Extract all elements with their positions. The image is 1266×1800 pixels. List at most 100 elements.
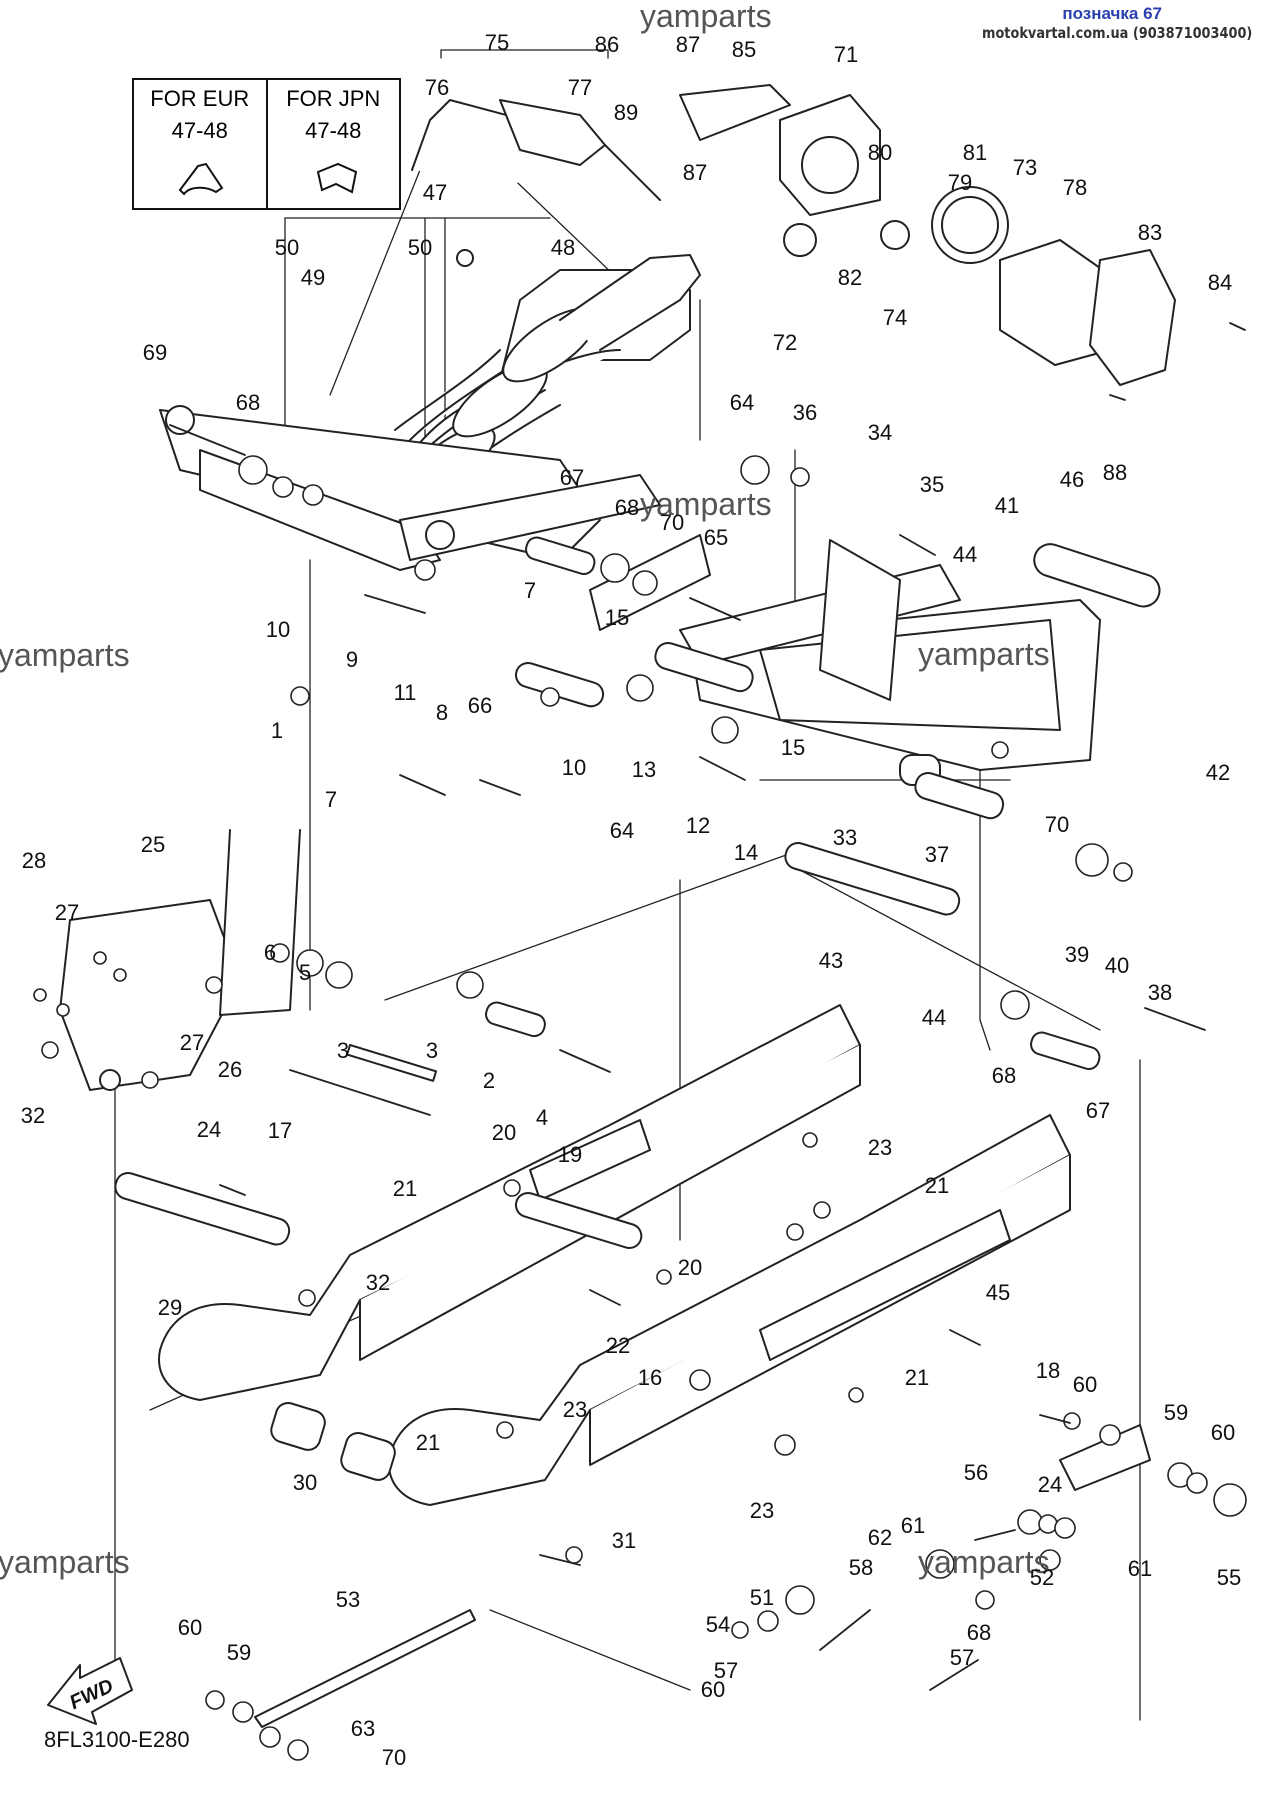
- part-callout-69: 69: [143, 340, 167, 365]
- part-callout-15: 15: [605, 605, 629, 630]
- page-reference: позначка 67: [1062, 4, 1162, 23]
- part-callout-2: 2: [483, 1068, 495, 1093]
- part-callout-59: 59: [1164, 1400, 1188, 1425]
- part-callout-20: 20: [492, 1120, 516, 1145]
- part-callout-79: 79: [948, 170, 972, 195]
- part-callout-33: 33: [833, 825, 857, 850]
- part-callout-64: 64: [730, 390, 754, 415]
- part-callout-70: 70: [382, 1745, 406, 1770]
- part-callout-45: 45: [986, 1280, 1010, 1305]
- part-callout-68: 68: [967, 1620, 991, 1645]
- part-callout-87: 87: [676, 32, 700, 57]
- legend-jpn-title: FOR JPN: [286, 86, 381, 111]
- watermark: yamparts: [0, 637, 130, 673]
- part-callout-41: 41: [995, 493, 1019, 518]
- part-callout-57: 57: [714, 1658, 738, 1683]
- part-callout-59: 59: [227, 1640, 251, 1665]
- watermark: yamparts: [918, 1544, 1050, 1580]
- part-callout-21: 21: [393, 1176, 417, 1201]
- part-callout-83: 83: [1138, 220, 1162, 245]
- part-callout-57: 57: [950, 1645, 974, 1670]
- part-callout-21: 21: [905, 1365, 929, 1390]
- part-callout-10: 10: [266, 617, 290, 642]
- part-callout-39: 39: [1065, 942, 1089, 967]
- part-callout-58: 58: [849, 1555, 873, 1580]
- legend-jpn: FOR JPN 47-48: [265, 80, 400, 208]
- part-callout-3: 3: [426, 1038, 438, 1063]
- part-callout-55: 55: [1217, 1565, 1241, 1590]
- part-callout-61: 61: [1128, 1556, 1152, 1581]
- part-callout-51: 51: [750, 1585, 774, 1610]
- part-callout-67: 67: [560, 465, 584, 490]
- part-callout-68: 68: [992, 1063, 1016, 1088]
- part-callout-31: 31: [612, 1528, 636, 1553]
- part-callout-26: 26: [218, 1057, 242, 1082]
- part-callout-24: 24: [1038, 1472, 1062, 1497]
- part-callout-21: 21: [416, 1430, 440, 1455]
- hardware: [33, 455, 1247, 1761]
- part-callout-27: 27: [180, 1030, 204, 1055]
- part-callout-32: 32: [366, 1270, 390, 1295]
- part-callout-36: 36: [793, 400, 817, 425]
- part-callout-3: 3: [337, 1038, 349, 1063]
- part-callout-53: 53: [336, 1587, 360, 1612]
- rear-arm: [679, 539, 1161, 786]
- part-callout-37: 37: [925, 842, 949, 867]
- part-callout-60: 60: [1073, 1372, 1097, 1397]
- part-callout-7: 7: [325, 787, 337, 812]
- part-callout-30: 30: [293, 1470, 317, 1495]
- bolts: [169, 322, 1246, 1691]
- part-callout-24: 24: [197, 1117, 221, 1142]
- part-callout-54: 54: [706, 1612, 730, 1637]
- legend-eur-parts: 47-48: [171, 118, 228, 143]
- part-callout-11: 11: [394, 680, 417, 705]
- part-callout-76: 76: [425, 75, 449, 100]
- part-callout-35: 35: [920, 472, 944, 497]
- part-callout-18: 18: [1036, 1358, 1060, 1383]
- part-callout-75: 75: [485, 30, 509, 55]
- part-callout-23: 23: [868, 1135, 892, 1160]
- watermark: yamparts: [0, 1544, 130, 1580]
- part-callout-86: 86: [595, 32, 619, 57]
- part-callout-44: 44: [922, 1005, 946, 1030]
- part-callout-1: 1: [271, 718, 283, 743]
- part-callout-5: 5: [299, 960, 311, 985]
- upper-cable-gearbox: [411, 84, 1176, 386]
- part-callout-89: 89: [614, 100, 638, 125]
- part-callout-52: 52: [1030, 1565, 1054, 1590]
- part-callout-64: 64: [610, 818, 634, 843]
- part-callout-85: 85: [732, 37, 756, 62]
- part-callout-72: 72: [773, 330, 797, 355]
- part-callout-60: 60: [1211, 1420, 1235, 1445]
- part-callout-67: 67: [1086, 1098, 1110, 1123]
- part-callout-73: 73: [1013, 155, 1037, 180]
- part-callout-80: 80: [868, 140, 892, 165]
- part-callout-9: 9: [346, 647, 358, 672]
- watermarks: yamparts yamparts yamparts yamparts yamp…: [0, 0, 1050, 1580]
- figure-code: 8FL3100-E280: [44, 1727, 190, 1752]
- part-callout-23: 23: [750, 1498, 774, 1523]
- part-callout-61: 61: [901, 1513, 925, 1538]
- part-callout-14: 14: [734, 840, 758, 865]
- part-callout-66: 66: [468, 693, 492, 718]
- part-callout-60: 60: [701, 1677, 725, 1702]
- part-callout-7: 7: [524, 578, 536, 603]
- watermark: yamparts: [640, 486, 772, 522]
- part-callout-28: 28: [22, 848, 46, 873]
- part-callout-88: 88: [1103, 460, 1127, 485]
- part-callout-47: 47: [423, 180, 447, 205]
- part-callout-84: 84: [1208, 270, 1232, 295]
- part-callout-48: 48: [551, 235, 575, 260]
- watermark: yamparts: [918, 636, 1050, 672]
- region-legend-box: FOR EUR 47-48 FOR JPN 47-48: [132, 78, 401, 210]
- part-callout-10: 10: [562, 755, 586, 780]
- slide-rails: [158, 1004, 1071, 1506]
- part-callout-16: 16: [638, 1365, 662, 1390]
- part-callout-6: 6: [264, 940, 276, 965]
- part-callout-56: 56: [964, 1460, 988, 1485]
- part-callout-32: 32: [21, 1103, 45, 1128]
- part-callout-29: 29: [158, 1295, 182, 1320]
- part-callout-63: 63: [351, 1716, 375, 1741]
